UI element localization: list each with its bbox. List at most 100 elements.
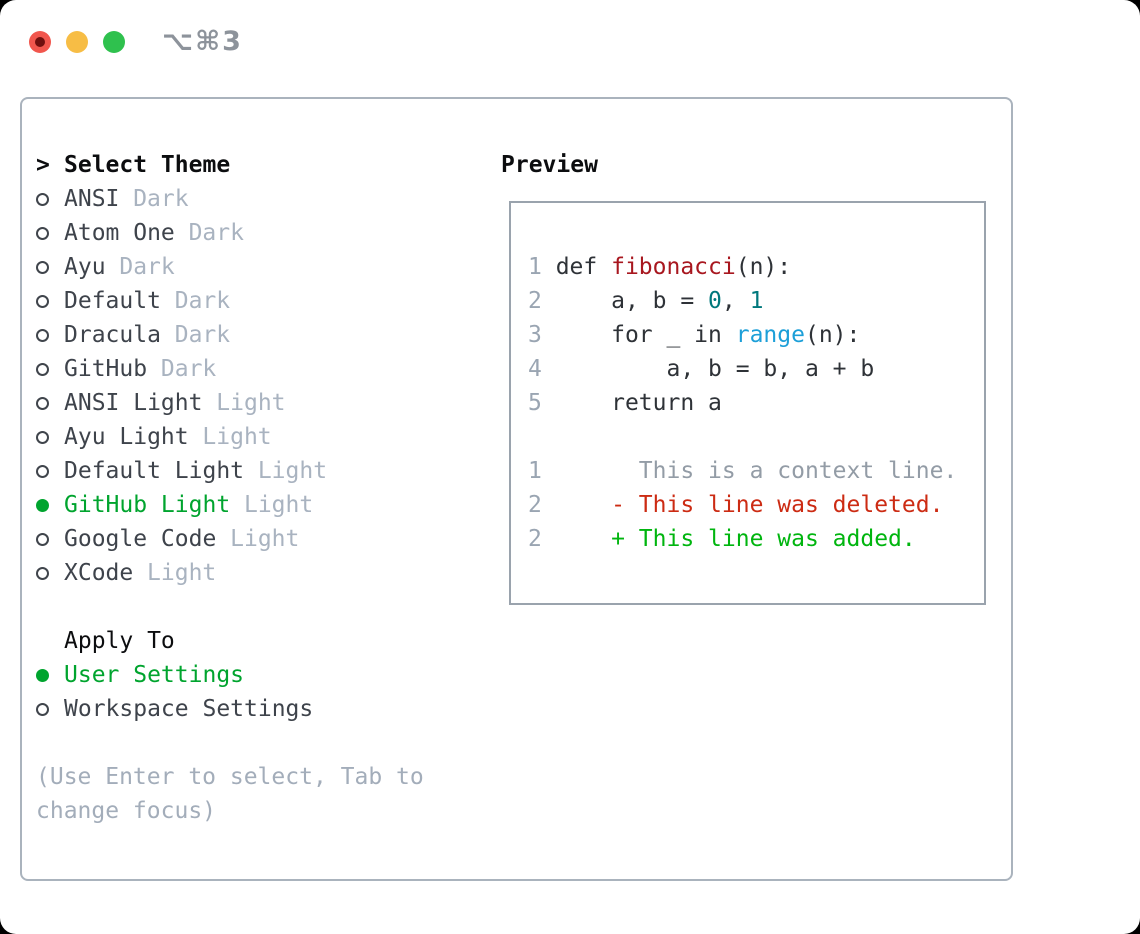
focus-caret-icon: > [36, 152, 50, 178]
option-label: Ayu [64, 254, 106, 280]
code-token-fg: return a [555, 390, 722, 416]
theme-option-ayu[interactable]: Ayu Dark [36, 250, 424, 284]
theme-option-github[interactable]: GitHub Dark [36, 352, 424, 386]
option-label: Default Light [64, 458, 245, 484]
select-theme-header: > Select Theme [36, 148, 424, 182]
keyboard-hint: (Use Enter to select, Tab to change focus… [36, 760, 424, 828]
option-label: GitHub Light [64, 492, 231, 518]
theme-variant-label: Light [243, 492, 314, 518]
code-token-fg: a, b = [555, 288, 709, 314]
radio-selected-icon [36, 668, 49, 682]
option-label: GitHub [64, 356, 148, 382]
code-token-builtin: range [735, 322, 805, 348]
hint-line: change focus) [36, 798, 217, 824]
spacer [36, 590, 424, 624]
code-line: 4 a, b = b, a + b [528, 352, 957, 386]
code-line: 2 a, b = 0, 1 [528, 284, 957, 318]
code-token-fg: (n): [735, 254, 792, 280]
select-theme-header-label: Select Theme [64, 152, 231, 178]
option-label: Google Code [64, 526, 217, 552]
option-label: ANSI Light [64, 390, 203, 416]
theme-option-ansi[interactable]: ANSI Dark [36, 182, 424, 216]
radio-icon [36, 702, 49, 716]
code-token-num: 2 [528, 288, 556, 314]
theme-option-default-light[interactable]: Default Light Light [36, 454, 424, 488]
titlebar: ⌥⌘3 [29, 26, 243, 57]
theme-variant-label: Dark [133, 186, 189, 212]
theme-variant-label: Dark [119, 254, 175, 280]
preview-header: Preview [501, 152, 598, 178]
radio-icon [36, 396, 49, 410]
radio-icon [36, 430, 49, 444]
theme-option-dracula[interactable]: Dracula Dark [36, 318, 424, 352]
code-token-num: 1 [528, 458, 556, 484]
code-line: 2 - This line was deleted. [528, 488, 957, 522]
zoom-button[interactable] [103, 30, 125, 53]
minimize-button[interactable] [66, 30, 88, 53]
radio-icon [36, 260, 49, 274]
code-token-fg: (n): [804, 322, 861, 348]
theme-option-github-light[interactable]: GitHub Light Light [36, 488, 424, 522]
theme-variant-label: Dark [160, 356, 217, 382]
code-token-num: 5 [528, 390, 556, 416]
code-line [528, 420, 957, 454]
code-token-num: 2 [528, 492, 556, 518]
spacer [36, 726, 424, 760]
window-title-shortcut: ⌥⌘3 [162, 26, 243, 57]
radio-icon [36, 362, 49, 376]
option-label: ANSI [64, 186, 120, 212]
theme-option-ansi-light[interactable]: ANSI Light Light [36, 386, 424, 420]
apply-to-header: Apply To [36, 624, 424, 658]
radio-icon [36, 294, 49, 308]
code-token-fg: a, b = b, a + b [555, 356, 875, 382]
option-label: XCode [64, 560, 134, 586]
theme-variant-label: Dark [188, 220, 244, 246]
close-button[interactable] [29, 30, 51, 53]
option-label: Ayu Light [64, 424, 189, 450]
radio-icon [36, 532, 49, 546]
theme-variant-label: Light [257, 458, 328, 484]
code-token-numlit: 1 [749, 288, 764, 314]
option-label: Workspace Settings [64, 696, 314, 722]
theme-variant-label: Dark [174, 322, 231, 348]
code-token-num: 3 [528, 322, 556, 348]
theme-option-ayu-light[interactable]: Ayu Light Light [36, 420, 424, 454]
code-token-fg: def [555, 254, 612, 280]
code-line: 1 def fibonacci(n): [528, 250, 957, 284]
code-line: 1 This is a context line. [528, 454, 957, 488]
code-line: 5 return a [528, 386, 957, 420]
theme-variant-label: Light [202, 424, 272, 450]
code-token-fg: for _ in [555, 322, 736, 348]
radio-selected-icon [36, 498, 49, 512]
theme-variant-label: Dark [174, 288, 231, 314]
code-token-num: 1 [528, 254, 556, 280]
apply-option-user-settings[interactable]: User Settings [36, 658, 424, 692]
apply-option-workspace-settings[interactable]: Workspace Settings [36, 692, 424, 726]
hint-line: (Use Enter to select, Tab to [36, 764, 424, 790]
code-token-func: fibonacci [611, 254, 736, 280]
radio-icon [36, 192, 49, 206]
code-token-add: + This line was added. [555, 526, 916, 552]
code-line: 2 + This line was added. [528, 522, 957, 556]
code-token-ctx: This is a context line. [555, 458, 958, 484]
option-label: Dracula [64, 322, 161, 348]
theme-variant-label: Light [216, 390, 286, 416]
code-token-numlit: 0 [708, 288, 722, 314]
apply-to-header-label: Apply To [64, 628, 175, 654]
code-token-del: - This line was deleted. [555, 492, 944, 518]
code-line: 3 for _ in range(n): [528, 318, 957, 352]
radio-icon [36, 328, 49, 342]
radio-icon [36, 226, 49, 240]
code-token-fg: , [721, 288, 750, 314]
